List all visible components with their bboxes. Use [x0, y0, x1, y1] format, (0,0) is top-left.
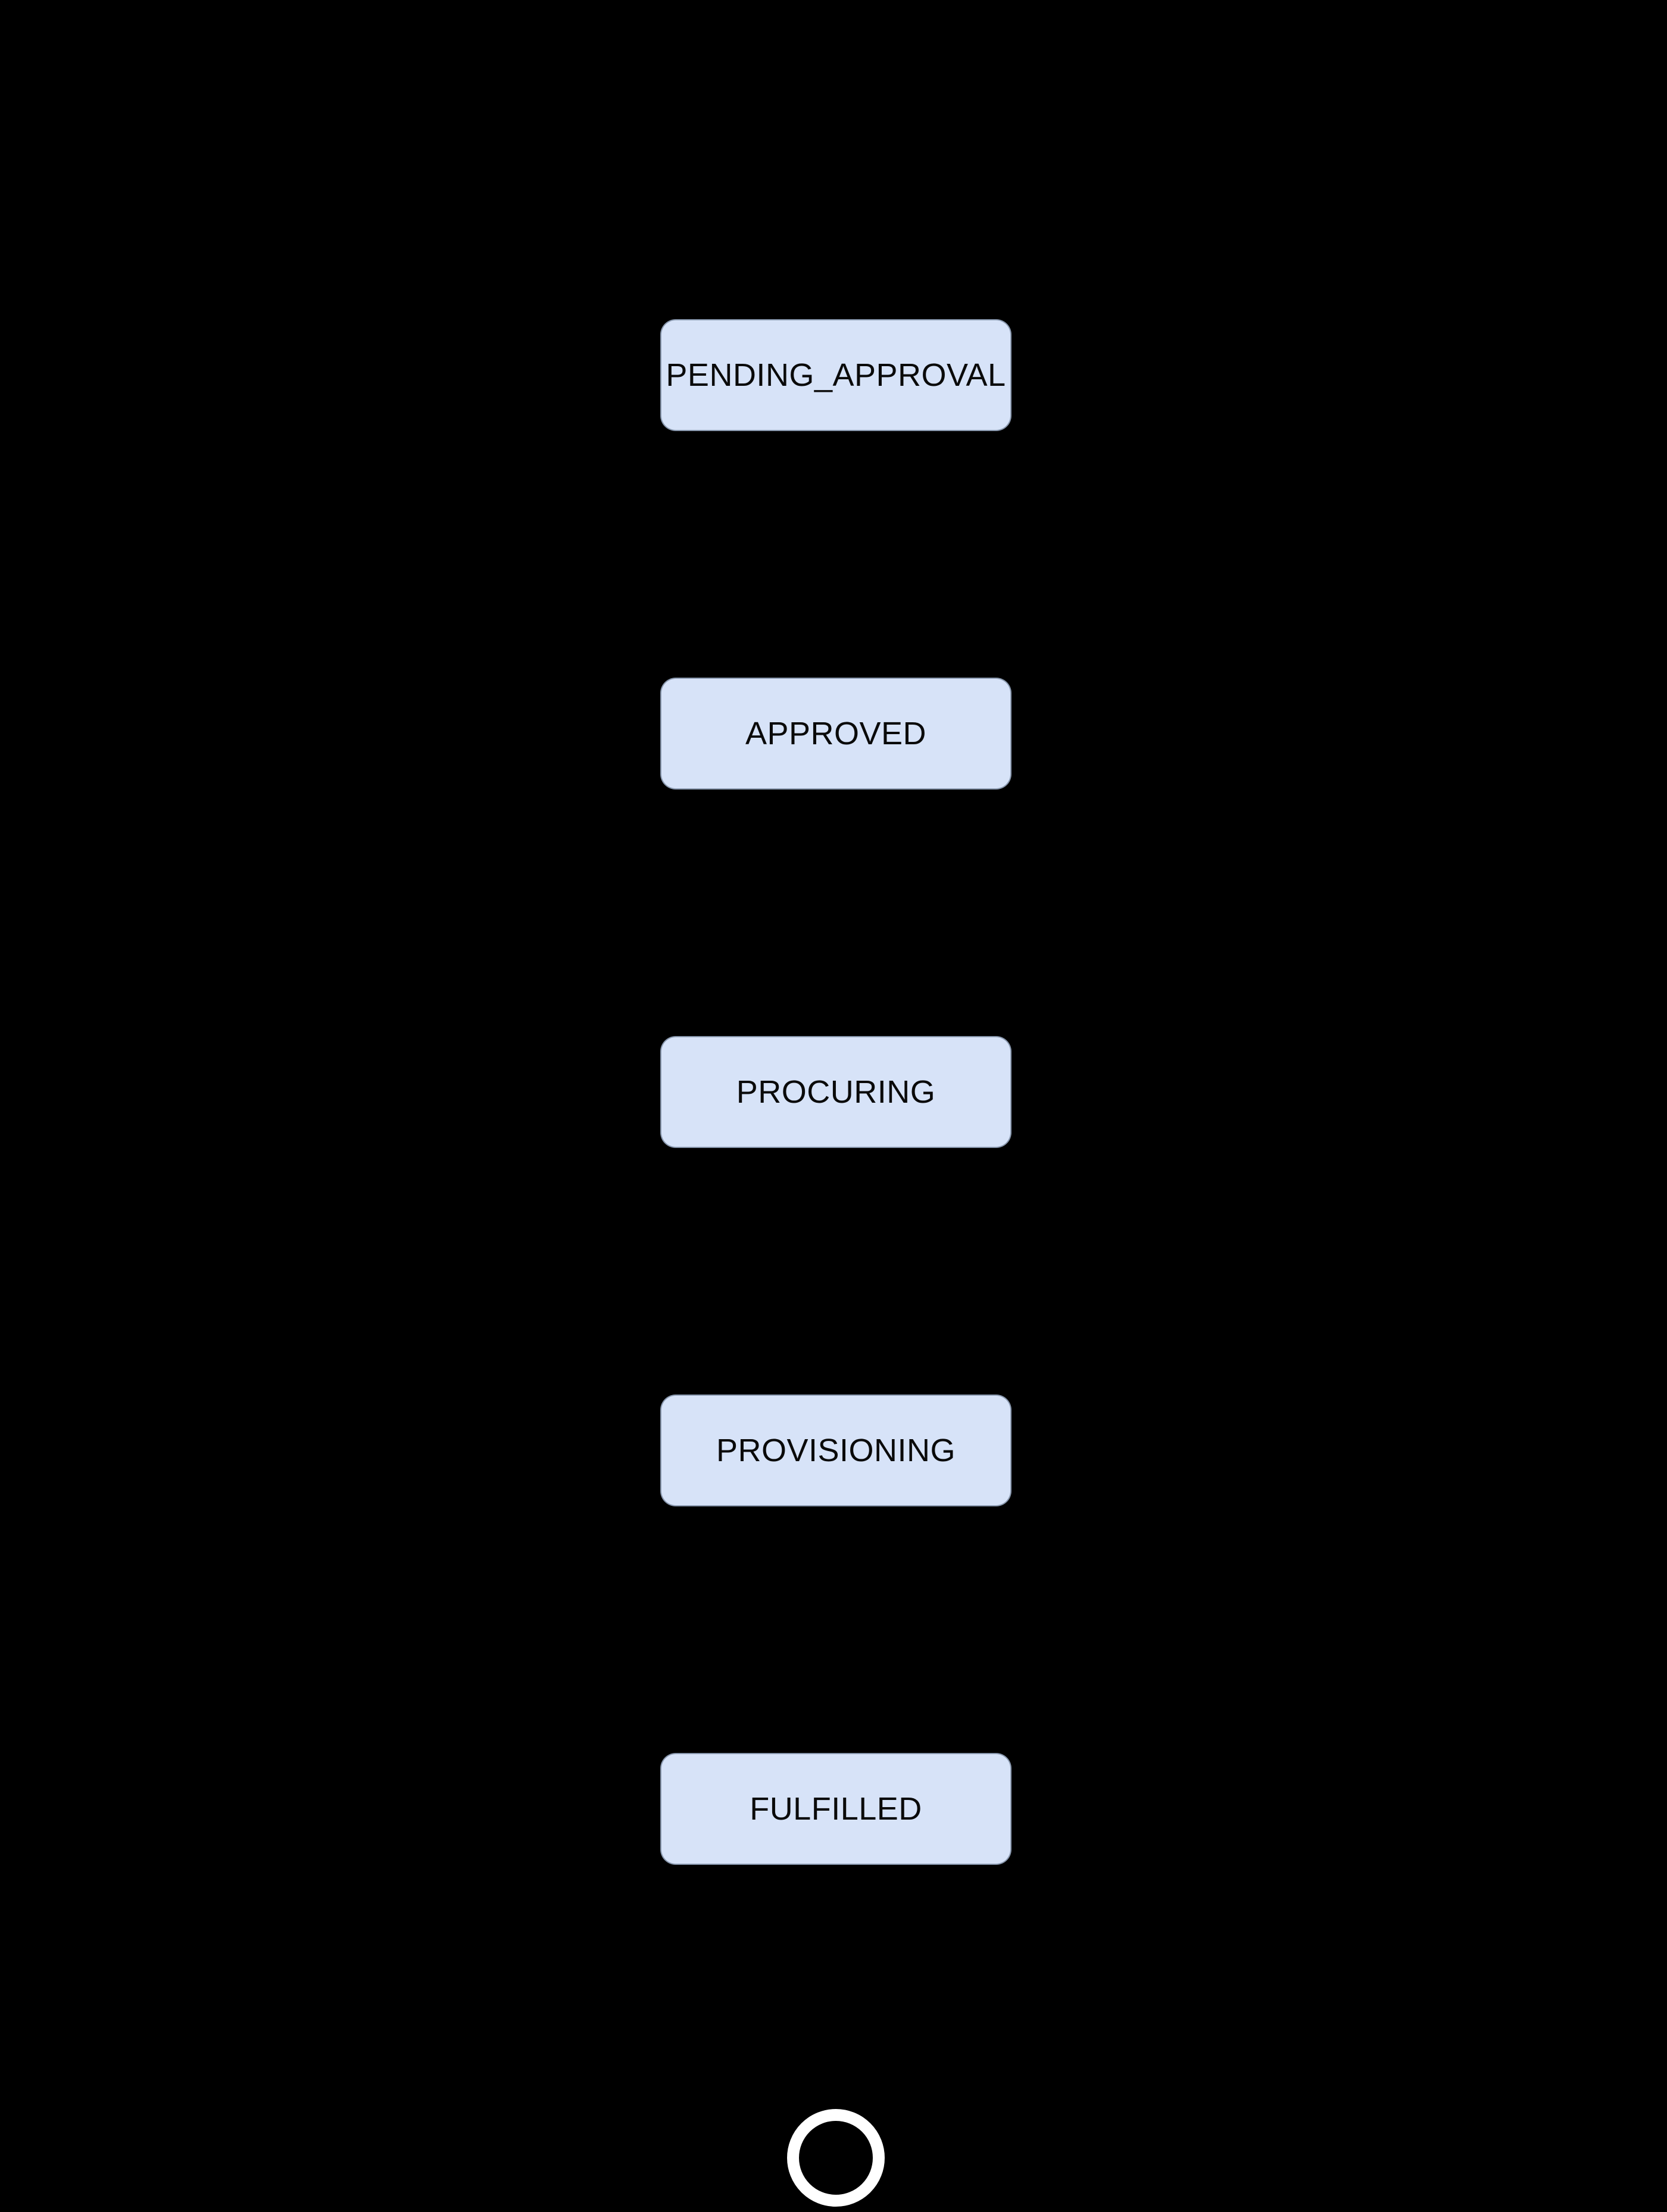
state-node-fulfilled: FULFILLED [660, 1753, 1012, 1865]
final-state-ring-icon [787, 2109, 885, 2207]
state-label-pending-approval: PENDING_APPROVAL [666, 357, 1006, 393]
state-node-procuring: PROCURING [660, 1036, 1012, 1148]
state-node-approved: APPROVED [660, 678, 1012, 790]
state-label-approved: APPROVED [745, 716, 927, 751]
state-node-provisioning: PROVISIONING [660, 1394, 1012, 1506]
state-label-provisioning: PROVISIONING [716, 1433, 956, 1468]
state-label-fulfilled: FULFILLED [750, 1791, 922, 1827]
state-node-pending-approval: PENDING_APPROVAL [660, 319, 1012, 431]
state-label-procuring: PROCURING [736, 1074, 936, 1110]
